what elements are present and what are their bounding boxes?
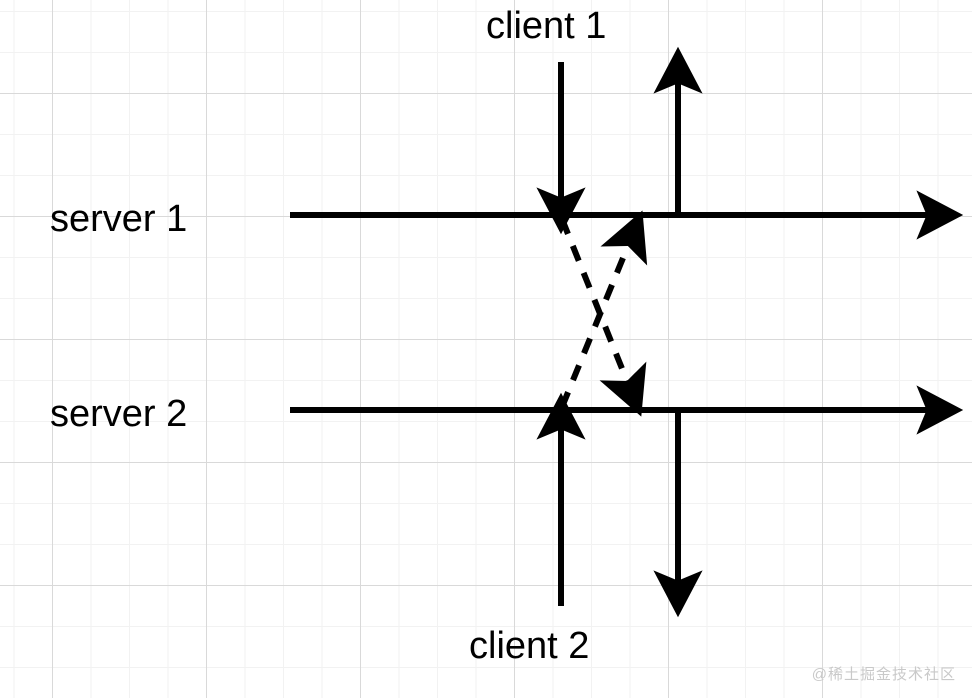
dashed-arrow-server-2-to-server-1 [559,210,648,409]
label-client-1: client 1 [486,5,607,47]
label-client-2: client 2 [469,625,590,667]
watermark: @稀土掘金技术社区 [811,666,956,683]
label-server-1: server 1 [50,198,188,240]
dashed-arrow-server-1-to-server-2 [559,217,647,417]
label-server-2: server 2 [50,393,188,435]
